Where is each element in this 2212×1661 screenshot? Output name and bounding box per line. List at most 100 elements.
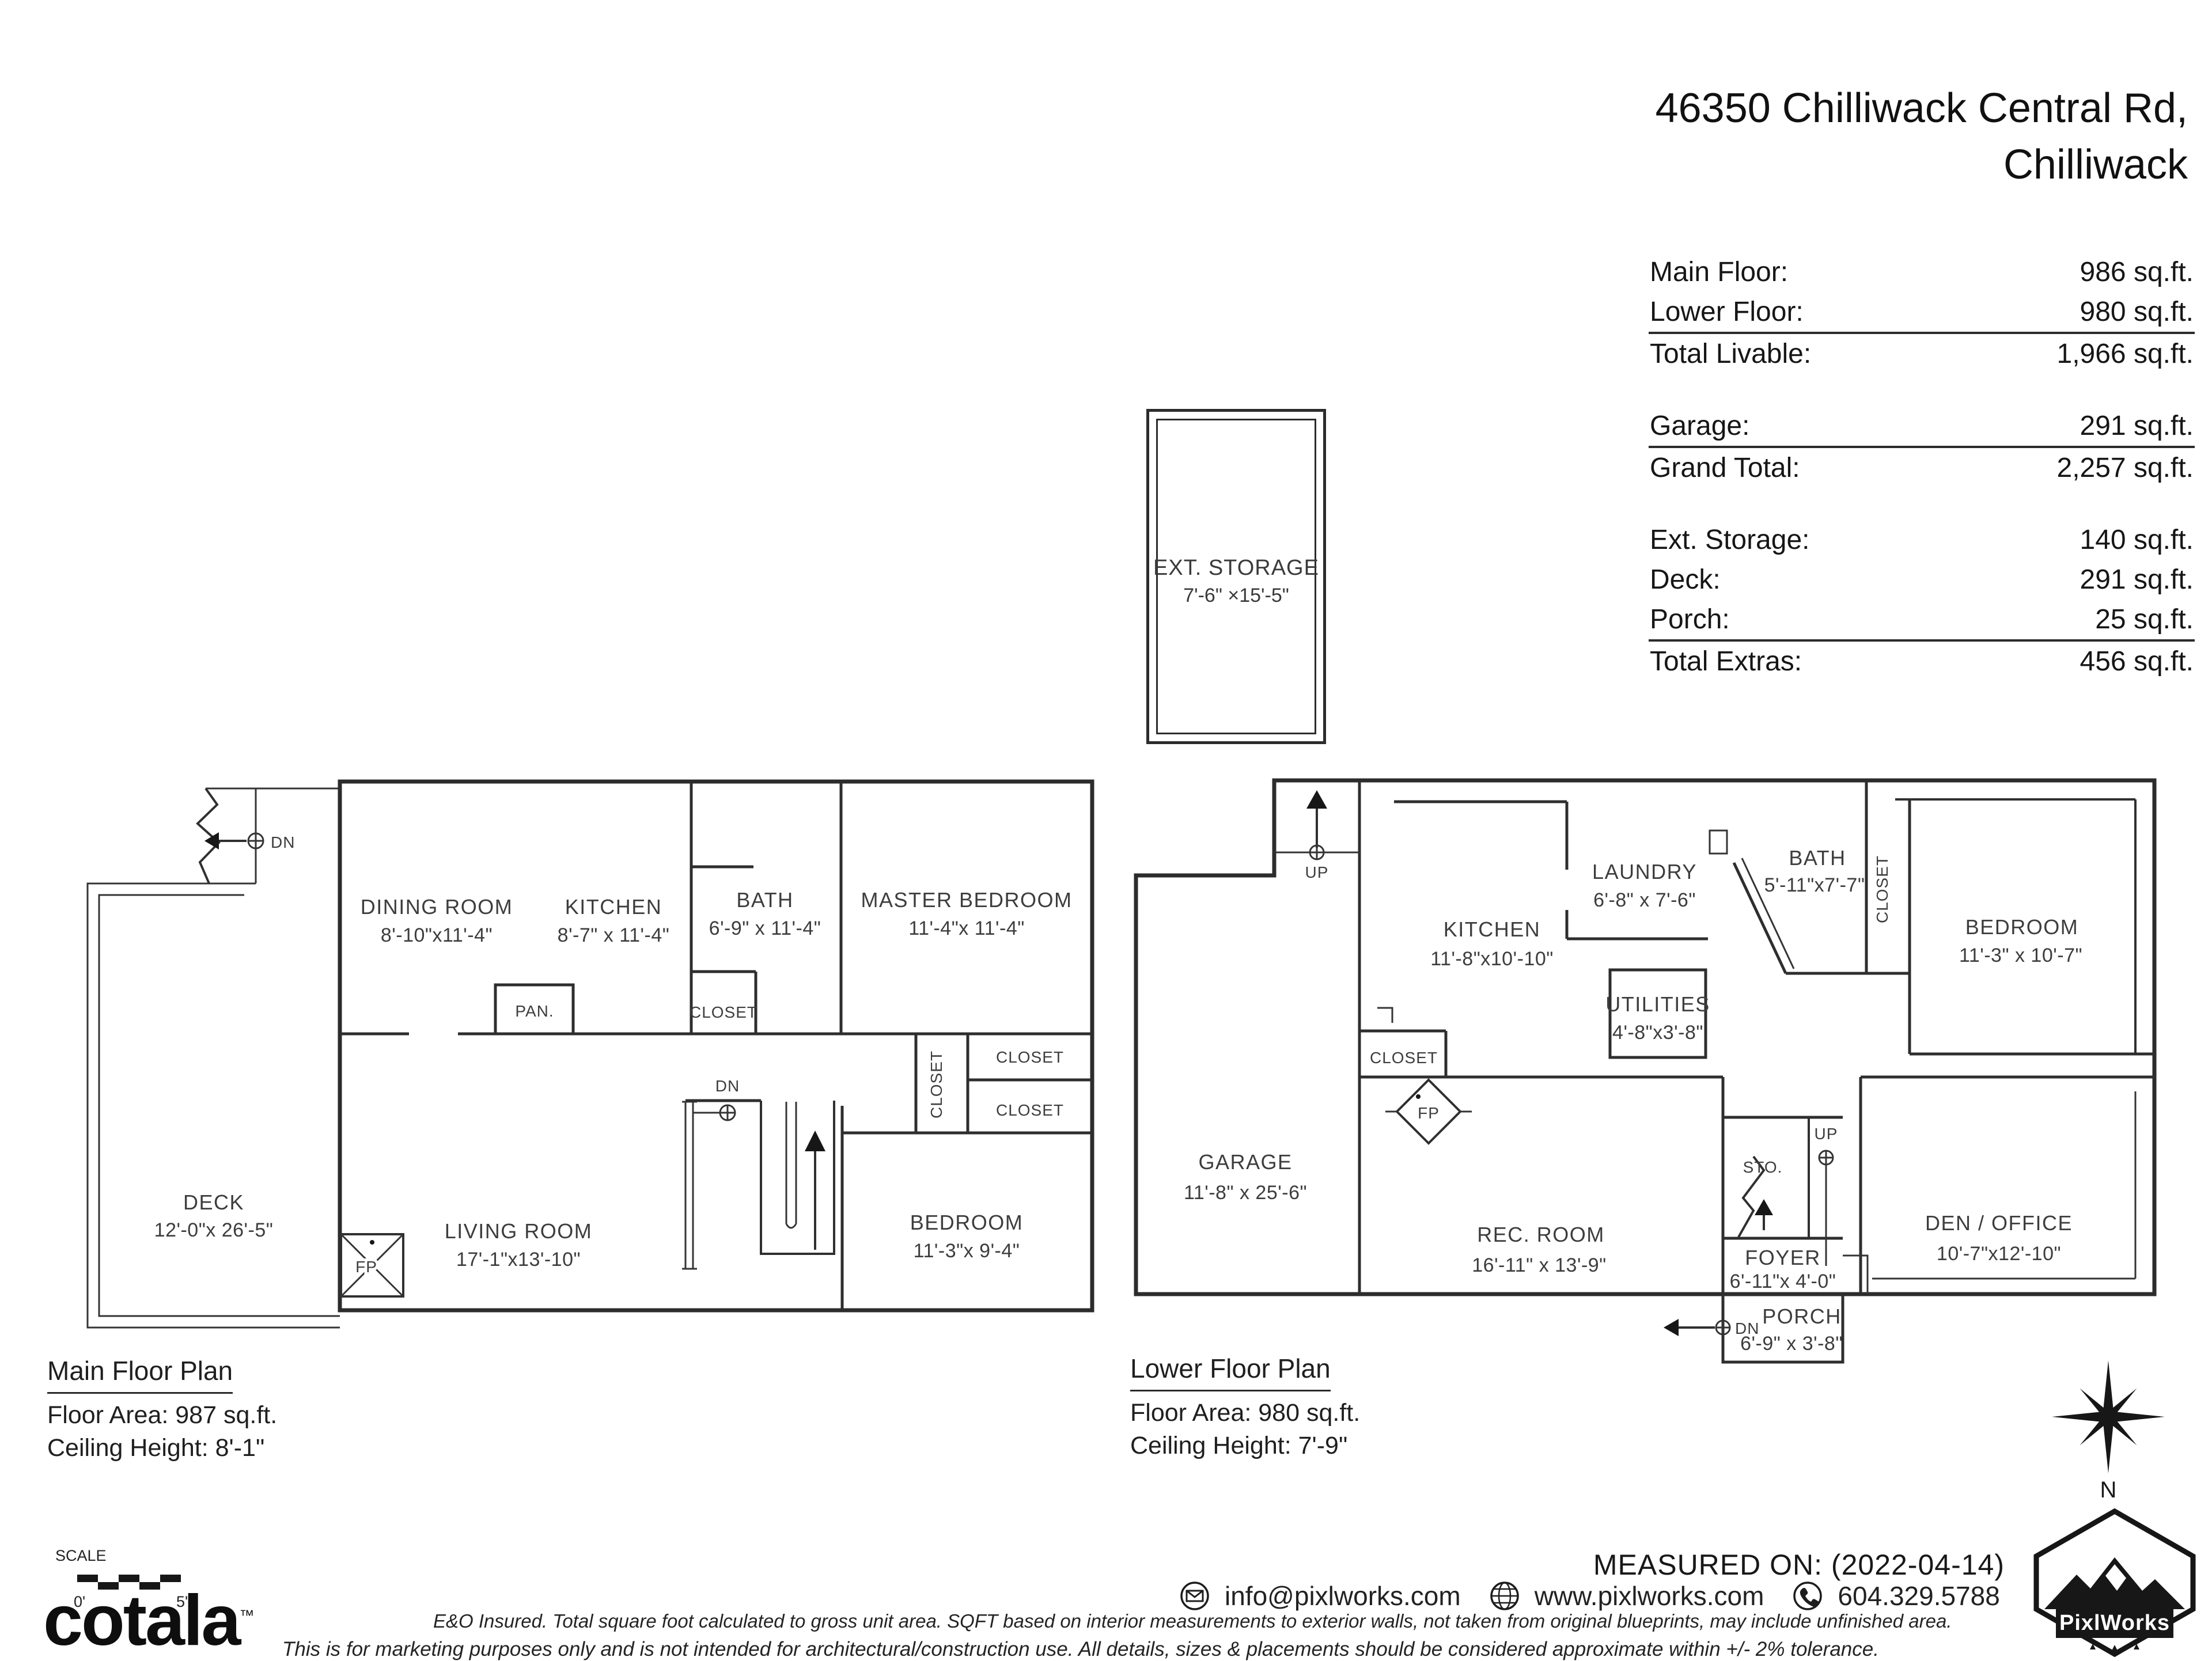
row-label: Main Floor: xyxy=(1650,257,1789,287)
room-name: DEN / OFFICE xyxy=(1925,1211,2073,1235)
room-name: DINING ROOM xyxy=(361,895,513,919)
up-arrow-icon xyxy=(1755,1199,1773,1215)
table-total-row: Grand Total: 2,257 sq.ft. xyxy=(1649,446,2195,488)
row-label: Total Extras: xyxy=(1650,646,1802,677)
room-name: PORCH xyxy=(1762,1304,1842,1328)
scale-bar: SCALE 0' 5' xyxy=(55,1547,188,1610)
break-line xyxy=(196,787,221,884)
plan-floor-area: Floor Area: 980 sq.ft. xyxy=(1130,1398,1361,1427)
unit-outline xyxy=(1134,778,2157,1296)
scale-start: 0' xyxy=(74,1593,85,1610)
room-dims: 4'-8"x3'-8" xyxy=(1612,1022,1703,1044)
porch-dn-marker: DN xyxy=(1664,1319,1759,1337)
plan-ceiling-height: Ceiling Height: 7'-9" xyxy=(1130,1432,1348,1460)
closet-label: CLOSET xyxy=(927,1051,945,1118)
compass-icon: N xyxy=(2052,1360,2165,1503)
brand-tm: ™ xyxy=(239,1606,255,1624)
compass-north-label: N xyxy=(2100,1477,2117,1503)
row-label: Deck: xyxy=(1650,564,1721,595)
row-value: 291 sq.ft. xyxy=(2080,564,2194,595)
scale-end: 5' xyxy=(176,1593,188,1610)
main-plan-caption: Main Floor Plan Floor Area: 987 sq.ft. C… xyxy=(47,1353,277,1465)
disclaimer-line2: This is for marketing purposes only and … xyxy=(282,1638,1879,1660)
room-dims: 11'-3"x 9'-4" xyxy=(914,1240,1020,1262)
room-dims: 12'-0"x 26'-5" xyxy=(154,1219,274,1241)
address-line2: Chilliwack xyxy=(2003,141,2188,188)
row-label: Total Livable: xyxy=(1650,339,1812,369)
room-dims: 8'-10"x11'-4" xyxy=(381,924,493,946)
room-name: DECK xyxy=(183,1190,244,1214)
room-name: LIVING ROOM xyxy=(445,1219,593,1243)
logo-text: PixlWorks xyxy=(2059,1611,2170,1635)
room-dims: 6'-9" x 11'-4" xyxy=(709,917,821,939)
ext-storage-inner-wall xyxy=(1156,419,1316,734)
room-dims: 11'-8" x 25'-6" xyxy=(1184,1182,1307,1204)
room-name: GARAGE xyxy=(1198,1150,1292,1174)
dn-label: DN xyxy=(715,1077,740,1095)
closet-label: CLOSET xyxy=(1873,855,1891,923)
website-text: www.pixlworks.com xyxy=(1534,1581,1764,1611)
area-summary-table: Main Floor: 986 sq.ft. Lower Floor: 980 … xyxy=(1649,252,2195,681)
row-value: 25 sq.ft. xyxy=(2095,604,2194,635)
room-name: MASTER BEDROOM xyxy=(861,888,1072,912)
contact-row: info@pixlworks.com www.pixlworks.com 604… xyxy=(1180,1580,2009,1611)
room-name: BEDROOM xyxy=(1965,915,2079,939)
room-name: BATH xyxy=(736,888,793,912)
room-name: BATH xyxy=(1789,846,1846,870)
room-name: LAUNDRY xyxy=(1592,860,1697,883)
break-line xyxy=(1737,1155,1766,1238)
row-value: 2,257 sq.ft. xyxy=(2056,453,2194,483)
room-dims: 11'-3" x 10'-7" xyxy=(1959,945,2082,966)
row-value: 1,966 sq.ft. xyxy=(2056,339,2194,369)
phone-text: 604.329.5788 xyxy=(1838,1581,2000,1611)
room-dims: 7'-6" ×15'-5" xyxy=(1183,585,1289,606)
room-name: KITCHEN xyxy=(1444,917,1541,941)
fp-label: FP xyxy=(355,1258,377,1276)
row-value: 291 sq.ft. xyxy=(2080,411,2194,441)
ext-storage-box: EXT. STORAGE 7'-6" ×15'-5" xyxy=(1146,409,1326,744)
email-text: info@pixlworks.com xyxy=(1225,1581,1461,1611)
plan-floor-area: Floor Area: 987 sq.ft. xyxy=(47,1401,278,1429)
pixlworks-logo: PixlWorks xyxy=(2033,1508,2196,1658)
storage-label: STO. xyxy=(1743,1158,1783,1176)
globe-icon xyxy=(1490,1582,1519,1610)
room-dims: 16'-11" x 13'-9" xyxy=(1472,1254,1607,1276)
table-row: Deck: 291 sq.ft. xyxy=(1649,560,2195,600)
page-title: 46350 Chilliwack Central Rd, Chilliwack xyxy=(1656,81,2188,194)
closet-label: CLOSET xyxy=(996,1048,1064,1066)
table-row: Porch: 25 sq.ft. xyxy=(1649,600,2195,639)
room-name: EXT. STORAGE xyxy=(1153,556,1319,580)
room-dims: 11'-4"x 11'-4" xyxy=(908,917,1025,939)
unit-outline xyxy=(338,779,1094,1313)
plan-ceiling-height: Ceiling Height: 8'-1" xyxy=(47,1434,265,1462)
row-label: Ext. Storage: xyxy=(1650,525,1810,555)
disclaimer-line1: E&O Insured. Total square foot calculate… xyxy=(433,1610,1952,1632)
main-floor-plan: DN DN FP DINING ROOM 8'-10"x11'-4" xyxy=(86,779,1094,1329)
address-line1: 46350 Chilliwack Central Rd, xyxy=(1655,85,2188,131)
plan-title: Main Floor Plan xyxy=(47,1353,233,1394)
table-total-row: Total Livable: 1,966 sq.ft. xyxy=(1649,332,2195,374)
dn-label: DN xyxy=(271,833,295,851)
room-dims: 6'-11"x 4'-0" xyxy=(1730,1271,1836,1292)
scale-label: SCALE xyxy=(55,1547,107,1564)
lower-plan-caption: Lower Floor Plan Floor Area: 980 sq.ft. … xyxy=(1130,1351,1360,1463)
room-name: KITCHEN xyxy=(565,895,662,919)
row-value: 986 sq.ft. xyxy=(2080,257,2194,287)
lower-floor-plan: UP FP UP DN GARAGE 11'-8" x 25'-6" KITCH… xyxy=(1134,778,2157,1364)
email-icon xyxy=(1180,1582,1209,1610)
garage-stair-marker: UP xyxy=(1305,790,1328,881)
row-label: Grand Total: xyxy=(1650,453,1800,483)
staircase: DN xyxy=(682,1077,835,1270)
table-row: Lower Floor: 980 sq.ft. xyxy=(1649,292,2195,332)
closet-label: CLOSET xyxy=(690,1003,757,1021)
up-label: UP xyxy=(1815,1125,1838,1143)
row-value: 140 sq.ft. xyxy=(2080,525,2194,555)
deck-outline xyxy=(86,787,340,1329)
pantry-label: PAN. xyxy=(515,1002,554,1020)
measured-on: MEASURED ON: (2022-04-14) xyxy=(1593,1549,2005,1581)
dn-label: DN xyxy=(1735,1319,1759,1337)
room-dims: 6'-9" x 3'-8" xyxy=(1740,1333,1843,1355)
fp-label: FP xyxy=(1418,1104,1440,1122)
row-value: 980 sq.ft. xyxy=(2080,297,2194,327)
